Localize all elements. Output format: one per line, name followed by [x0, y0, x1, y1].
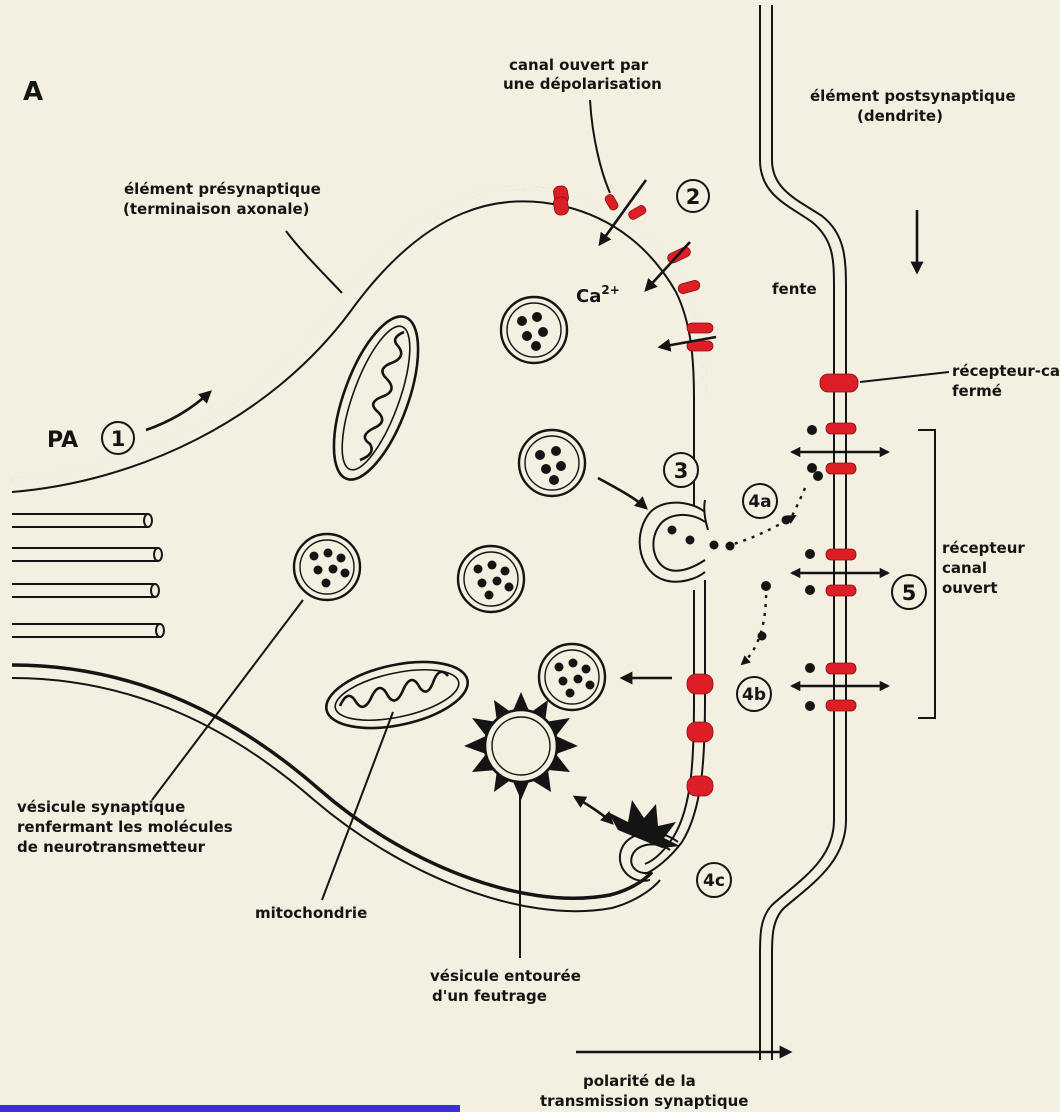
channel: [687, 722, 713, 742]
step-4b-label: 4b: [742, 685, 766, 705]
channel-depolarisation-line1: canal ouvert par: [509, 56, 649, 74]
endocytosis-pit: [608, 800, 680, 881]
coated-vesicle-line1: vésicule entourée: [430, 967, 581, 985]
channel-depolarisation-line2: une dépolarisation: [503, 75, 662, 93]
channel: [677, 279, 701, 294]
postsynaptic-line1: élément postsynaptique: [810, 87, 1016, 105]
receptor: [826, 549, 856, 560]
synaptic-vesicle: [519, 430, 585, 496]
polarity-line1: polarité de la: [583, 1072, 696, 1090]
step-5-label: 5: [902, 581, 917, 605]
polarity-line2: transmission synaptique: [540, 1092, 748, 1110]
presynaptic-line1: élément présynaptique: [124, 180, 321, 198]
action-potential-label: PA: [47, 428, 78, 453]
channel: [627, 204, 647, 221]
step-1-label: 1: [111, 427, 126, 451]
transmitter-molecule: [710, 541, 719, 550]
synaptic-vesicle: [458, 546, 524, 612]
receptor: [826, 423, 856, 434]
synaptic-vesicle-line3: de neurotransmetteur: [17, 838, 206, 856]
step-4a-label: 4a: [748, 492, 771, 512]
step-2-label: 2: [686, 185, 701, 209]
mitochondrion: [317, 306, 436, 490]
coat-spikes: [608, 800, 680, 848]
transmitter-molecule: [686, 536, 695, 545]
step-4c-label: 4c: [703, 871, 725, 891]
synaptic-vesicle-line1: vésicule synaptique: [17, 798, 185, 816]
receptor-closed-line1: récepteur-canal: [952, 362, 1060, 380]
leader-lines: [152, 100, 949, 958]
transmitter-molecule: [668, 526, 677, 535]
synaptic-vesicle: [539, 644, 605, 710]
receptor: [826, 663, 856, 674]
receptor: [826, 700, 856, 711]
receptor-open-line1: récepteur: [942, 539, 1025, 557]
receptor-closed-line2: fermé: [952, 382, 1002, 400]
panel-letter: A: [23, 77, 43, 107]
receptor: [826, 463, 856, 474]
synaptic-vesicle: [294, 534, 360, 600]
coated-vesicle-line2: d'un feutrage: [432, 987, 547, 1005]
receptor-open-line3: ouvert: [942, 579, 998, 597]
bottom-bar: [0, 1105, 460, 1112]
synaptic-vesicle: [501, 297, 567, 363]
presynaptic-line2: (terminaison axonale): [123, 200, 310, 218]
mitochondrion-label: mitochondrie: [255, 904, 367, 922]
postsynaptic-membrane: [760, 5, 846, 1060]
axon-fibres: [12, 514, 164, 637]
exocytosis-pocket: [640, 503, 719, 582]
receptor-open-line2: canal: [942, 559, 987, 577]
synaptic-vesicle-line2: renfermant les molécules: [17, 818, 233, 836]
receptor: [826, 585, 856, 596]
postsynaptic-line2: (dendrite): [857, 107, 943, 125]
mitochondrion: [320, 651, 473, 740]
receptor-closed: [820, 374, 858, 392]
bound-transmitters: [805, 425, 817, 711]
step-3-label: 3: [674, 459, 689, 483]
channel: [687, 674, 713, 694]
channel: [687, 323, 713, 333]
cleft-label: fente: [772, 280, 817, 298]
channel: [687, 776, 713, 796]
calcium-label: Ca2+: [576, 283, 620, 307]
